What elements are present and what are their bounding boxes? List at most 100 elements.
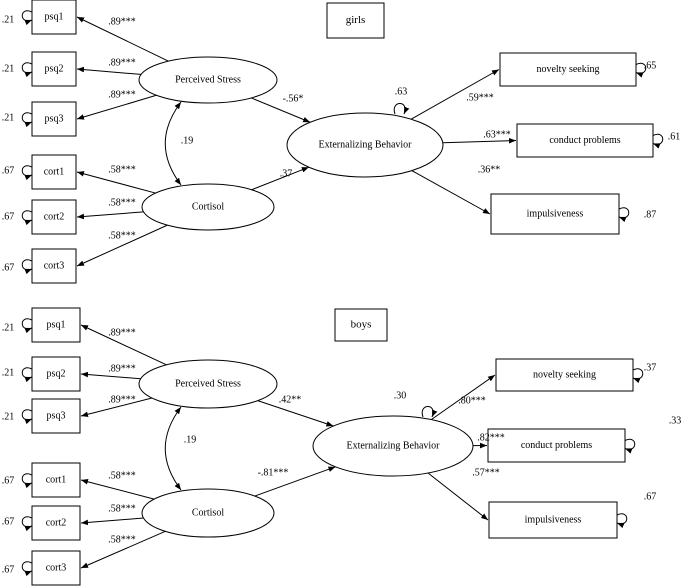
residual-loop-novelty-seeking [632,368,644,384]
indicator-label-cort2: cort2 [46,517,67,528]
indicator-label-conduct-problems: conduct problems [549,135,620,146]
indicator-box-psq2 [31,51,77,87]
loading-novelty-seeking: .59*** [466,92,494,103]
residual-cort2: .67 [2,211,15,222]
residual-loop-cort3 [21,561,33,577]
loading-psq2: .89*** [108,363,136,374]
residual-psq1: .21 [2,322,15,333]
loading-cort3: .58*** [108,534,136,545]
residual-loop-cort2 [21,210,33,226]
panel-boys: boyspsq1.89***.21psq2.89***.21psq3.89***… [2,307,682,586]
residual-psq3: .21 [2,112,15,123]
residual-externalizing: .30 [394,390,407,401]
indicator-box-impulsiveness [488,501,618,539]
residual-psq2: .21 [2,367,15,378]
residual-loop-psq3 [21,409,33,425]
indicator-box-conduct-problems [516,123,654,158]
loading-arrow-impulsiveness [411,170,491,215]
correlation-value: .19 [184,434,197,445]
indicator-box-novelty-seeking [499,52,637,87]
latent-label-perceived-stress: Perceived Stress [175,74,241,85]
indicator-label-impulsiveness: impulsiveness [525,514,582,525]
latent-label-externalizing-behavior: Externalizing Behavior [318,139,412,150]
loading-arrow-novelty-seeking [410,69,500,120]
latent-perceived-stress [138,56,278,104]
latent-label-perceived-stress: Perceived Stress [175,378,241,389]
loading-arrow-psq1 [76,16,169,62]
indicator-box-psq3 [31,398,81,434]
loading-arrow-cort1 [76,171,156,194]
residual-loop-psq1 [21,318,33,334]
latent-externalizing-behavior [312,415,474,477]
loading-arrow-conduct-problems [442,137,517,144]
residual-psq2: .21 [2,63,15,74]
latent-label-cortisol: Cortisol [192,507,224,518]
residual-externalizing: .63 [395,86,408,97]
residual-cort3: .67 [2,262,15,273]
residual-novelty-seeking: .65 [644,60,657,71]
residual-loop-cort1 [21,165,33,181]
residual-loop-psq2 [21,367,33,383]
coef-cortisol-to-externalizing: .37 [280,168,293,179]
indicator-label-psq3: psq3 [47,410,66,421]
coef-stress-to-externalizing: .42** [279,394,302,405]
loading-arrow-psq1 [80,324,167,366]
loading-arrow-psq2 [76,66,142,75]
residual-loop-psq3 [21,112,33,128]
indicator-box-psq3 [31,101,77,137]
loading-arrow-impulsiveness [427,472,489,521]
residual-conduct-problems: .33 [669,415,682,426]
residual-loop-novelty-seeking [635,62,647,78]
loading-psq1: .89*** [108,327,136,338]
residual-cort1: .67 [2,475,15,486]
loading-arrow-cort2 [76,211,144,220]
residual-loop-psq1 [21,10,33,26]
indicator-box-psq1 [31,0,77,35]
residual-psq3: .21 [2,411,15,422]
loading-impulsiveness: .57*** [472,467,500,478]
group-label-box [326,2,385,39]
indicator-label-psq2: psq2 [47,368,66,379]
residual-loop-externalizing [421,406,438,418]
loading-conduct-problems: .63*** [483,129,511,140]
latent-label-externalizing-behavior: Externalizing Behavior [346,440,440,451]
residual-cort2: .67 [2,516,15,527]
indicator-label-cort1: cort1 [44,166,65,177]
indicator-label-conduct-problems: conduct problems [521,440,592,451]
indicator-box-novelty-seeking [495,358,634,392]
residual-cort1: .67 [2,165,15,176]
loading-arrow-cort3 [80,530,166,569]
indicator-label-impulsiveness: impulsiveness [527,208,584,219]
loading-conduct-problems: .82*** [477,432,505,443]
loading-arrow-psq3 [76,94,157,120]
coef-cortisol-to-externalizing: -.81*** [258,467,289,478]
path-stress-to-externalizing [257,400,334,427]
loading-psq3: .89*** [108,89,136,100]
indicator-label-novelty-seeking: novelty seeking [533,369,596,380]
residual-cort3: .67 [2,564,15,575]
coef-stress-to-externalizing: -.56* [283,93,304,104]
correlation-value: .19 [181,135,194,146]
latent-cortisol [141,488,275,538]
panel-girls: girlspsq1.89***.21psq2.89***.21psq3.89**… [2,0,680,284]
residual-loop-impulsiveness [616,513,628,529]
indicator-label-cort2: cort2 [44,211,65,222]
indicator-box-conduct-problems [487,428,626,463]
residual-loop-psq2 [21,62,33,78]
indicator-label-cort1: cort1 [46,474,67,485]
residual-loop-cort1 [21,473,33,489]
indicator-label-psq1: psq1 [45,11,64,22]
loading-arrow-cort1 [80,479,155,500]
loading-arrow-psq3 [80,397,153,417]
indicator-box-psq1 [31,307,81,343]
latent-perceived-stress [138,359,278,409]
group-label-box [334,308,388,342]
correlation-arrow [164,101,182,186]
residual-loop-impulsiveness [618,207,630,223]
correlation-arrow [164,406,182,491]
indicator-label-cort3: cort3 [44,260,65,271]
latent-cortisol [141,183,275,231]
residual-loop-cort3 [21,259,33,275]
indicator-label-psq2: psq2 [45,63,64,74]
